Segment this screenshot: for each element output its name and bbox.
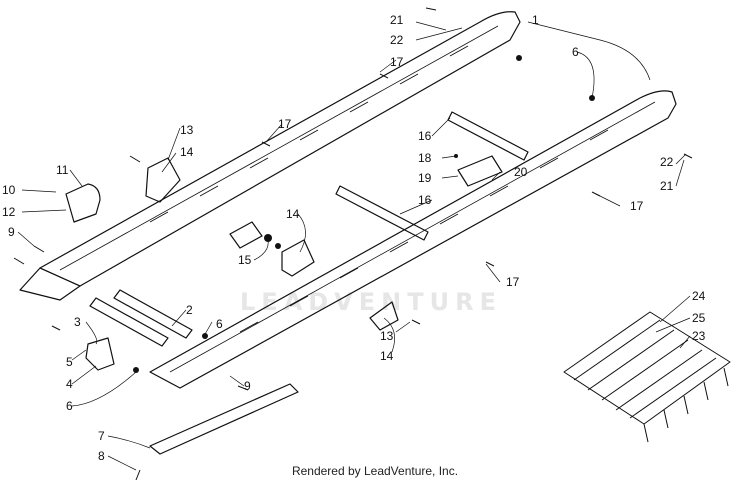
callout-10: 10 — [2, 183, 16, 197]
callout-12: 12 — [2, 205, 16, 219]
rail-slots-upper — [149, 45, 469, 223]
callout-5: 5 — [66, 355, 73, 369]
callout-3: 3 — [74, 315, 81, 329]
callout-14: 14 — [380, 349, 394, 363]
callout-19: 19 — [418, 171, 432, 185]
front-shaft-b — [113, 289, 193, 339]
callout-21: 21 — [660, 179, 674, 193]
stopper — [85, 337, 115, 371]
footer-credit: Rendered by LeadVenture, Inc. — [291, 464, 459, 478]
bracket-upper — [145, 157, 181, 203]
callout-14: 14 — [286, 207, 300, 221]
callout-17: 17 — [278, 117, 292, 131]
wear-strip — [149, 383, 299, 455]
callout-22: 22 — [390, 33, 404, 47]
callout-13: 13 — [180, 123, 194, 137]
hardware — [133, 55, 595, 373]
callout-9: 9 — [244, 379, 251, 393]
watermark: LEADVENTURE — [240, 288, 502, 316]
callout-13: 13 — [380, 329, 394, 343]
callout-16: 16 — [418, 129, 432, 143]
leader-lines — [17, 21, 691, 471]
callout-17: 17 — [506, 275, 520, 289]
rail-front-bend — [19, 267, 81, 301]
track-section — [563, 311, 731, 443]
bracket-mid — [229, 221, 263, 249]
bolts — [13, 7, 693, 481]
callout-17: 17 — [630, 199, 644, 213]
callout-9: 9 — [8, 225, 15, 239]
callout-22: 22 — [660, 155, 674, 169]
callout-23: 23 — [692, 329, 706, 343]
callout-16: 16 — [418, 193, 432, 207]
callout-6: 6 — [572, 45, 579, 59]
callout-24: 24 — [692, 289, 706, 303]
callout-14: 14 — [180, 145, 194, 159]
bracket-center — [281, 239, 315, 277]
stop-block — [457, 155, 503, 187]
callout-21: 21 — [390, 13, 404, 27]
callout-11: 11 — [56, 163, 69, 177]
callout-15: 15 — [238, 253, 252, 267]
callout-25: 25 — [692, 311, 706, 325]
callout-8: 8 — [98, 449, 105, 463]
callout-6: 6 — [66, 399, 73, 413]
callout-2: 2 — [186, 303, 193, 317]
callout-20: 20 — [514, 165, 528, 179]
callout-6: 6 — [216, 317, 223, 331]
callout-18: 18 — [418, 151, 432, 165]
callout-7: 7 — [98, 429, 105, 443]
rail-slots-lower — [239, 129, 609, 333]
rail-left-lower — [149, 90, 677, 389]
callout-17: 17 — [390, 55, 404, 69]
bumper-block — [65, 183, 101, 223]
callout-1: 1 — [532, 13, 539, 27]
front-shaft-a — [89, 297, 169, 347]
callout-4: 4 — [66, 377, 73, 391]
cross-shaft-upper — [447, 111, 529, 161]
cross-shaft-lower — [335, 185, 429, 241]
bracket-lower — [369, 301, 399, 331]
rail-right-upper — [39, 11, 521, 287]
